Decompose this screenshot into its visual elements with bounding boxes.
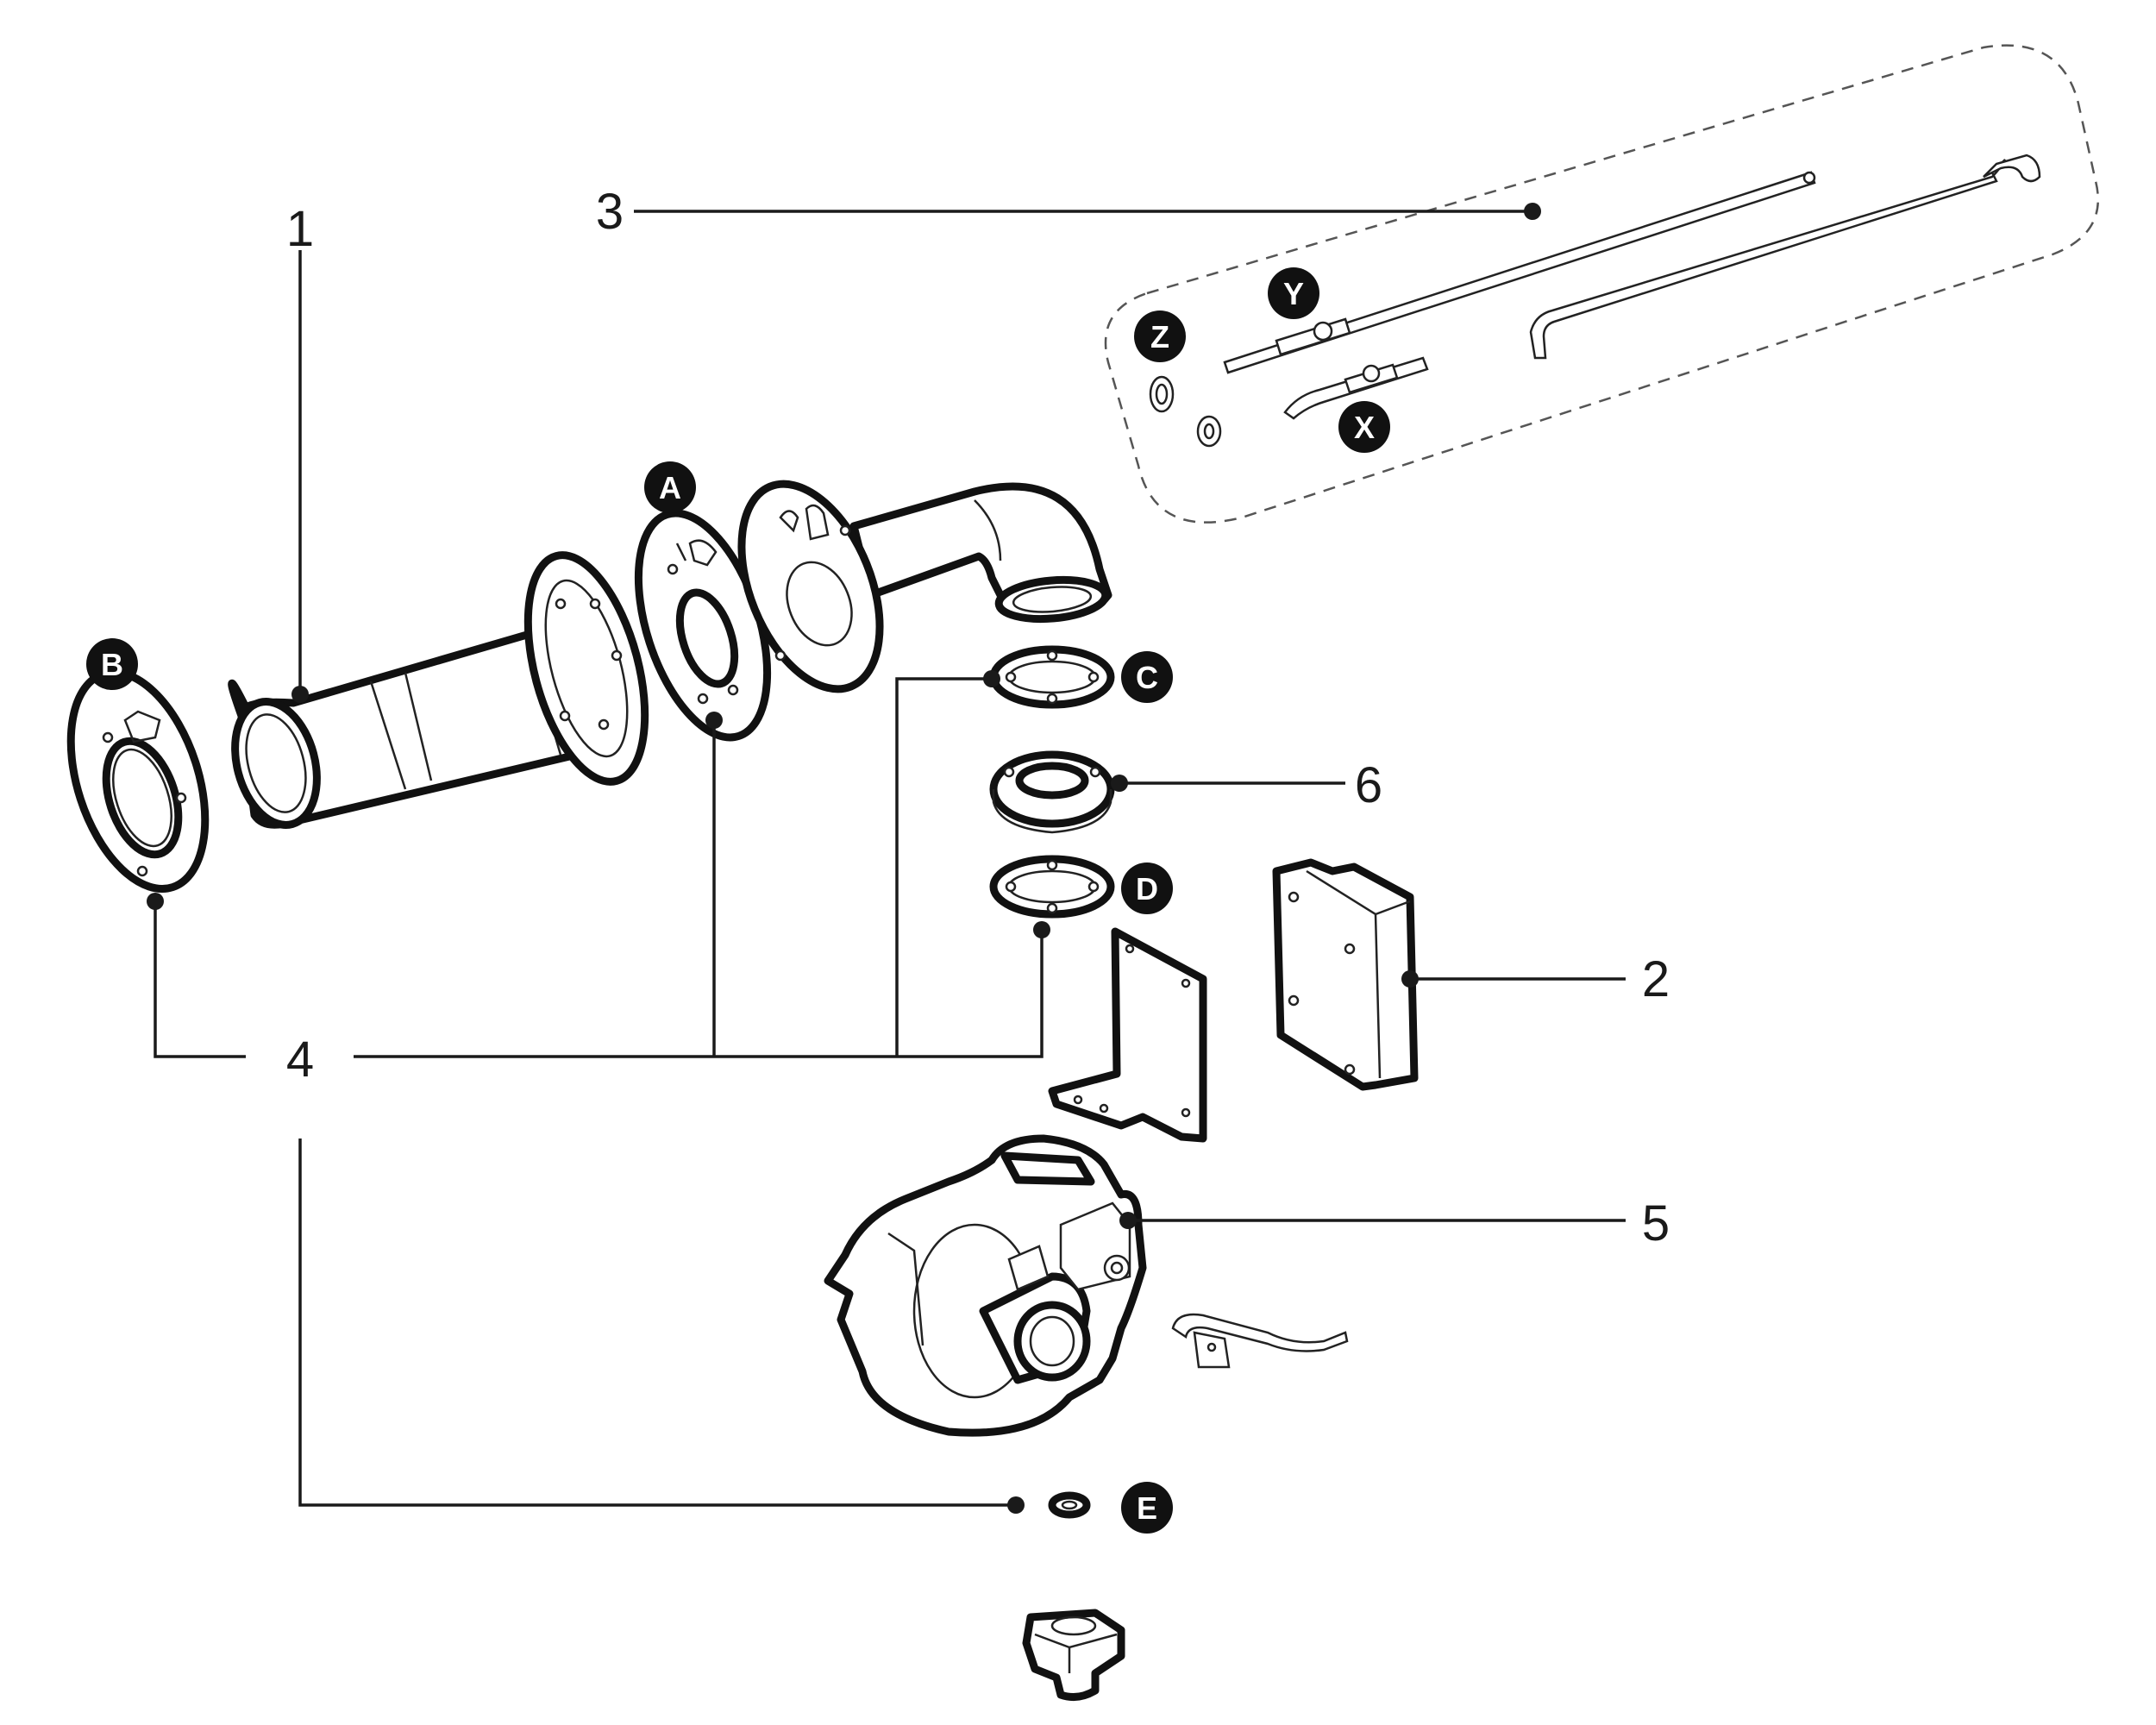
gasket-b bbox=[66, 668, 210, 894]
control-box bbox=[1272, 858, 1419, 1091]
gasket-d bbox=[989, 855, 1115, 919]
leader-4-tree bbox=[154, 677, 1044, 1507]
elbow-tube-flange bbox=[737, 480, 1112, 693]
badge-y: Y bbox=[1268, 267, 1319, 319]
callout-6: 6 bbox=[1355, 757, 1382, 813]
badge-c: C bbox=[1121, 651, 1173, 703]
callout-5: 5 bbox=[1642, 1195, 1670, 1251]
svg-text:B: B bbox=[101, 647, 123, 682]
svg-text:A: A bbox=[659, 470, 681, 505]
mounting-bracket bbox=[1048, 927, 1207, 1143]
seal-e bbox=[1048, 1491, 1091, 1519]
callout-2: 2 bbox=[1642, 951, 1670, 1007]
blast-tube bbox=[228, 551, 649, 829]
leader-dot-5 bbox=[1119, 1212, 1137, 1229]
ignition-rod-short bbox=[1283, 356, 1429, 420]
leader-dot-4-b bbox=[147, 893, 164, 910]
leader-dot-6 bbox=[1111, 775, 1128, 792]
badge-a: A bbox=[644, 461, 696, 513]
badge-x: X bbox=[1338, 401, 1390, 453]
leader-dot-4-c bbox=[983, 670, 1000, 687]
svg-text:X: X bbox=[1354, 410, 1375, 445]
burner-housing bbox=[824, 1134, 1147, 1437]
badge-b: B bbox=[86, 638, 138, 690]
svg-text:C: C bbox=[1136, 660, 1158, 695]
leader-dot-4-a bbox=[705, 712, 723, 729]
cable-plug bbox=[1171, 1313, 1349, 1369]
callout-4: 4 bbox=[286, 1032, 314, 1088]
badge-d: D bbox=[1121, 862, 1173, 914]
badge-z: Z bbox=[1134, 310, 1186, 362]
callout-1: 1 bbox=[286, 201, 314, 257]
leader-dot-4-e bbox=[1007, 1496, 1025, 1514]
leader-dot-1 bbox=[291, 686, 309, 703]
small-grommet-z1 bbox=[1149, 375, 1175, 413]
flange-ring bbox=[989, 750, 1115, 834]
leader-dot-4-d bbox=[1033, 921, 1050, 938]
ignition-rod-long bbox=[1223, 171, 1816, 374]
ionisation-rod-hooked bbox=[1529, 154, 2041, 360]
small-grommet-z2 bbox=[1196, 415, 1222, 448]
leader-dot-2 bbox=[1401, 970, 1419, 988]
gasket-c bbox=[989, 645, 1115, 709]
callout-3: 3 bbox=[596, 184, 624, 240]
leader-dot-3 bbox=[1524, 203, 1541, 220]
badge-e: E bbox=[1121, 1482, 1173, 1534]
svg-text:Y: Y bbox=[1283, 276, 1304, 311]
svg-text:D: D bbox=[1136, 871, 1158, 906]
svg-text:E: E bbox=[1137, 1490, 1157, 1526]
nozzle-plug bbox=[1022, 1609, 1125, 1702]
kit-group-outline bbox=[1104, 44, 2100, 524]
svg-text:Z: Z bbox=[1150, 319, 1169, 354]
